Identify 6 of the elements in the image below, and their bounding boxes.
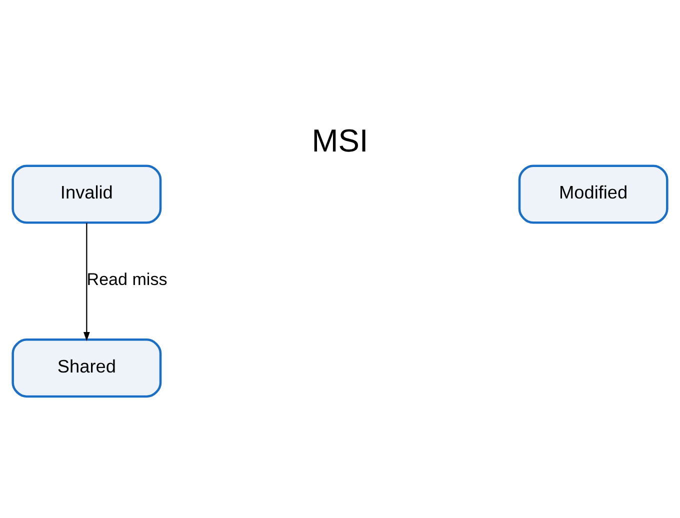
diagram-title: MSI: [312, 122, 368, 159]
edge-label: Read miss: [86, 270, 168, 290]
node-box: Invalid: [12, 164, 162, 224]
node-box: Modified: [518, 164, 668, 224]
arrow: [83, 222, 90, 342]
node-box: Shared: [12, 338, 162, 398]
